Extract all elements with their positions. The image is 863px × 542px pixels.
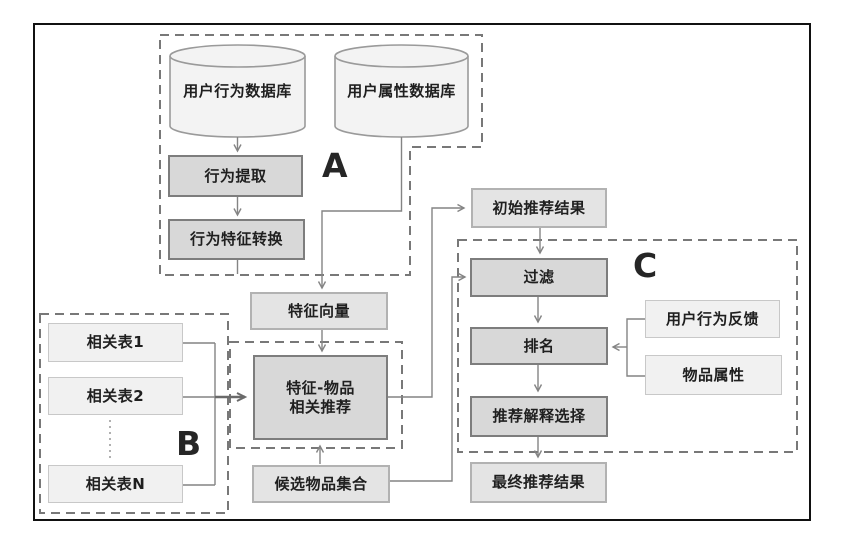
region-a-label: A xyxy=(322,146,348,185)
edge-featureitem-to-initialresult xyxy=(388,203,466,398)
region-c-outline xyxy=(457,239,798,453)
node-filter: 过滤 xyxy=(470,258,608,297)
node-ranking: 排名 xyxy=(470,327,608,365)
flow-connectors xyxy=(183,137,645,486)
database-cylinder-icon xyxy=(334,44,469,138)
node-initial-recommendation-result: 初始推荐结果 xyxy=(471,188,607,228)
node-item-attribute: 物品属性 xyxy=(645,355,782,395)
edge-attributedb-to-featurevector xyxy=(317,137,403,290)
edge-candidates-to-filter xyxy=(390,272,467,482)
node-related-table-1: 相关表1 xyxy=(48,323,183,362)
edge-feedback-merge xyxy=(626,318,645,377)
database-cylinder-icon xyxy=(169,44,306,138)
region-c-label: C xyxy=(633,246,658,285)
node-behavior-feature-conversion: 行为特征转换 xyxy=(168,219,305,260)
node-user-behavior-db: 用户行为数据库 xyxy=(183,82,292,100)
node-recommendation-explanation-selection: 推荐解释选择 xyxy=(470,396,608,437)
node-user-attribute-db: 用户属性数据库 xyxy=(347,82,456,100)
node-final-recommendation-result: 最终推荐结果 xyxy=(470,462,607,503)
region-a-outline xyxy=(159,34,483,276)
node-user-behavior-feedback: 用户行为反馈 xyxy=(645,300,780,338)
region-b-outline xyxy=(39,313,229,514)
region-b-label: B xyxy=(176,424,202,463)
node-feature-vector: 特征向量 xyxy=(250,292,388,330)
node-related-table-2: 相关表2 xyxy=(48,377,183,415)
node-related-table-n: 相关表N xyxy=(48,465,183,503)
node-behavior-extraction: 行为提取 xyxy=(168,155,303,197)
node-candidate-item-set: 候选物品集合 xyxy=(252,465,390,503)
node-feature-item-recommendation: 特征-物品 相关推荐 xyxy=(253,355,388,440)
